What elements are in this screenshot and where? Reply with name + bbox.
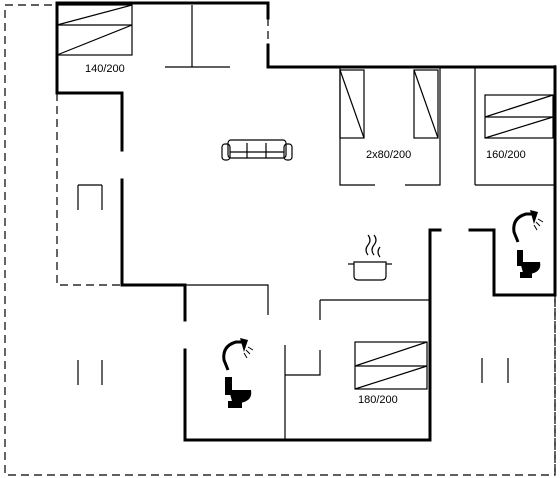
bed-label-top-left: 140/200 (85, 63, 125, 75)
door-marks (77, 184, 509, 385)
bed-twin-right (413, 69, 439, 139)
toilet-icon-bottom (225, 377, 252, 408)
interior-walls (165, 5, 555, 440)
plot-boundary (4, 4, 556, 476)
bed-label-middle-twin: 2x80/200 (366, 149, 411, 161)
cooking-pot-icon (348, 234, 392, 281)
terrace-outline (56, 93, 556, 475)
shower-icon-bottom (222, 338, 254, 371)
bed-top-left (56, 4, 133, 56)
toilet-icon (517, 250, 541, 278)
bed-right (484, 94, 554, 139)
shower-icon (512, 210, 544, 243)
sofa-icon (221, 139, 293, 161)
bed-bottom (354, 341, 428, 390)
bed-twin-left (339, 69, 365, 139)
bed-label-bottom: 180/200 (358, 394, 398, 406)
bed-label-right: 160/200 (486, 149, 526, 161)
